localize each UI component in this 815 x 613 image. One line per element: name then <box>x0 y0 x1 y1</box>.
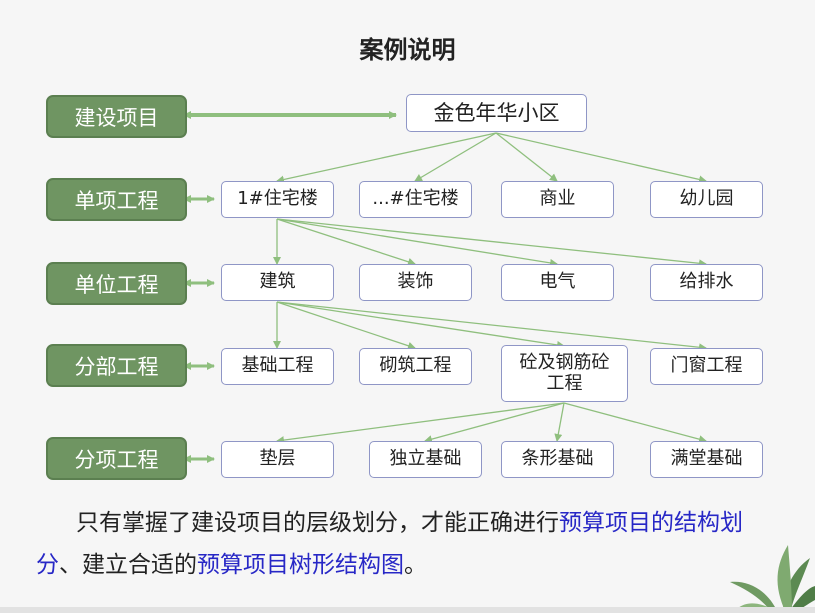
bottom-bar <box>0 607 815 613</box>
node-commercial: 商业 <box>501 181 614 218</box>
description-text-1: 只有掌握了建设项目的层级划分，才能正确进行 <box>76 510 559 536</box>
branch-root-0 <box>276 132 497 184</box>
branch-row1-3 <box>276 218 707 268</box>
branch-row1-1 <box>276 218 416 266</box>
branch-row2-2 <box>276 301 565 349</box>
page-title: 案例说明 <box>359 35 456 64</box>
node-building-1: 1#住宅楼 <box>221 181 334 218</box>
branch-row3-1 <box>424 402 565 444</box>
root-node: 金色年华小区 <box>406 94 587 132</box>
branch-row1-2 <box>276 218 558 267</box>
node-foundation-works: 基础工程 <box>221 348 334 385</box>
node-kindergarten: 幼儿园 <box>650 181 763 218</box>
branch-row2-3 <box>276 301 707 352</box>
description-text-2: 、建立合适的 <box>59 552 197 578</box>
branch-root-3 <box>495 132 707 184</box>
level-label-unit-project: 单位工程 <box>46 262 187 305</box>
plant-decoration-icon <box>730 545 815 613</box>
node-door-window-works: 门窗工程 <box>650 348 763 385</box>
node-electrical: 电气 <box>501 264 614 301</box>
node-strip-foundation: 条形基础 <box>501 441 614 478</box>
node-masonry-works: 砌筑工程 <box>359 348 472 385</box>
node-isolated-foundation: 独立基础 <box>369 441 482 478</box>
branch-root-1 <box>414 132 497 182</box>
level-label-project: 建设项目 <box>46 95 187 138</box>
branch-row3-3 <box>563 402 707 444</box>
level-label-division: 分部工程 <box>46 344 187 387</box>
description-highlight-2: 预算项目树形结构图 <box>197 552 404 578</box>
node-cushion: 垫层 <box>221 441 334 478</box>
node-plumbing: 给排水 <box>650 264 763 301</box>
description-highlight-1: 预算项目的结构划分 <box>36 510 743 578</box>
node-concrete-works: 砼及钢筋砼 工程 <box>501 345 628 402</box>
description-text-3: 。 <box>404 552 427 578</box>
branch-row2-1 <box>276 301 416 350</box>
node-building-etc: ...#住宅楼 <box>359 181 472 218</box>
node-architecture: 建筑 <box>221 264 334 301</box>
level-label-single-project: 单项工程 <box>46 178 187 221</box>
branch-row3-0 <box>276 402 565 445</box>
branch-root-2 <box>495 132 558 182</box>
node-raft-foundation: 满堂基础 <box>650 441 763 478</box>
branch-row3-2 <box>554 402 565 442</box>
description-paragraph: 只有掌握了建设项目的层级划分，才能正确进行预算项目的结构划分、建立合适的预算项目… <box>36 502 766 586</box>
node-decoration: 装饰 <box>359 264 472 301</box>
level-label-subdivision: 分项工程 <box>46 437 187 480</box>
